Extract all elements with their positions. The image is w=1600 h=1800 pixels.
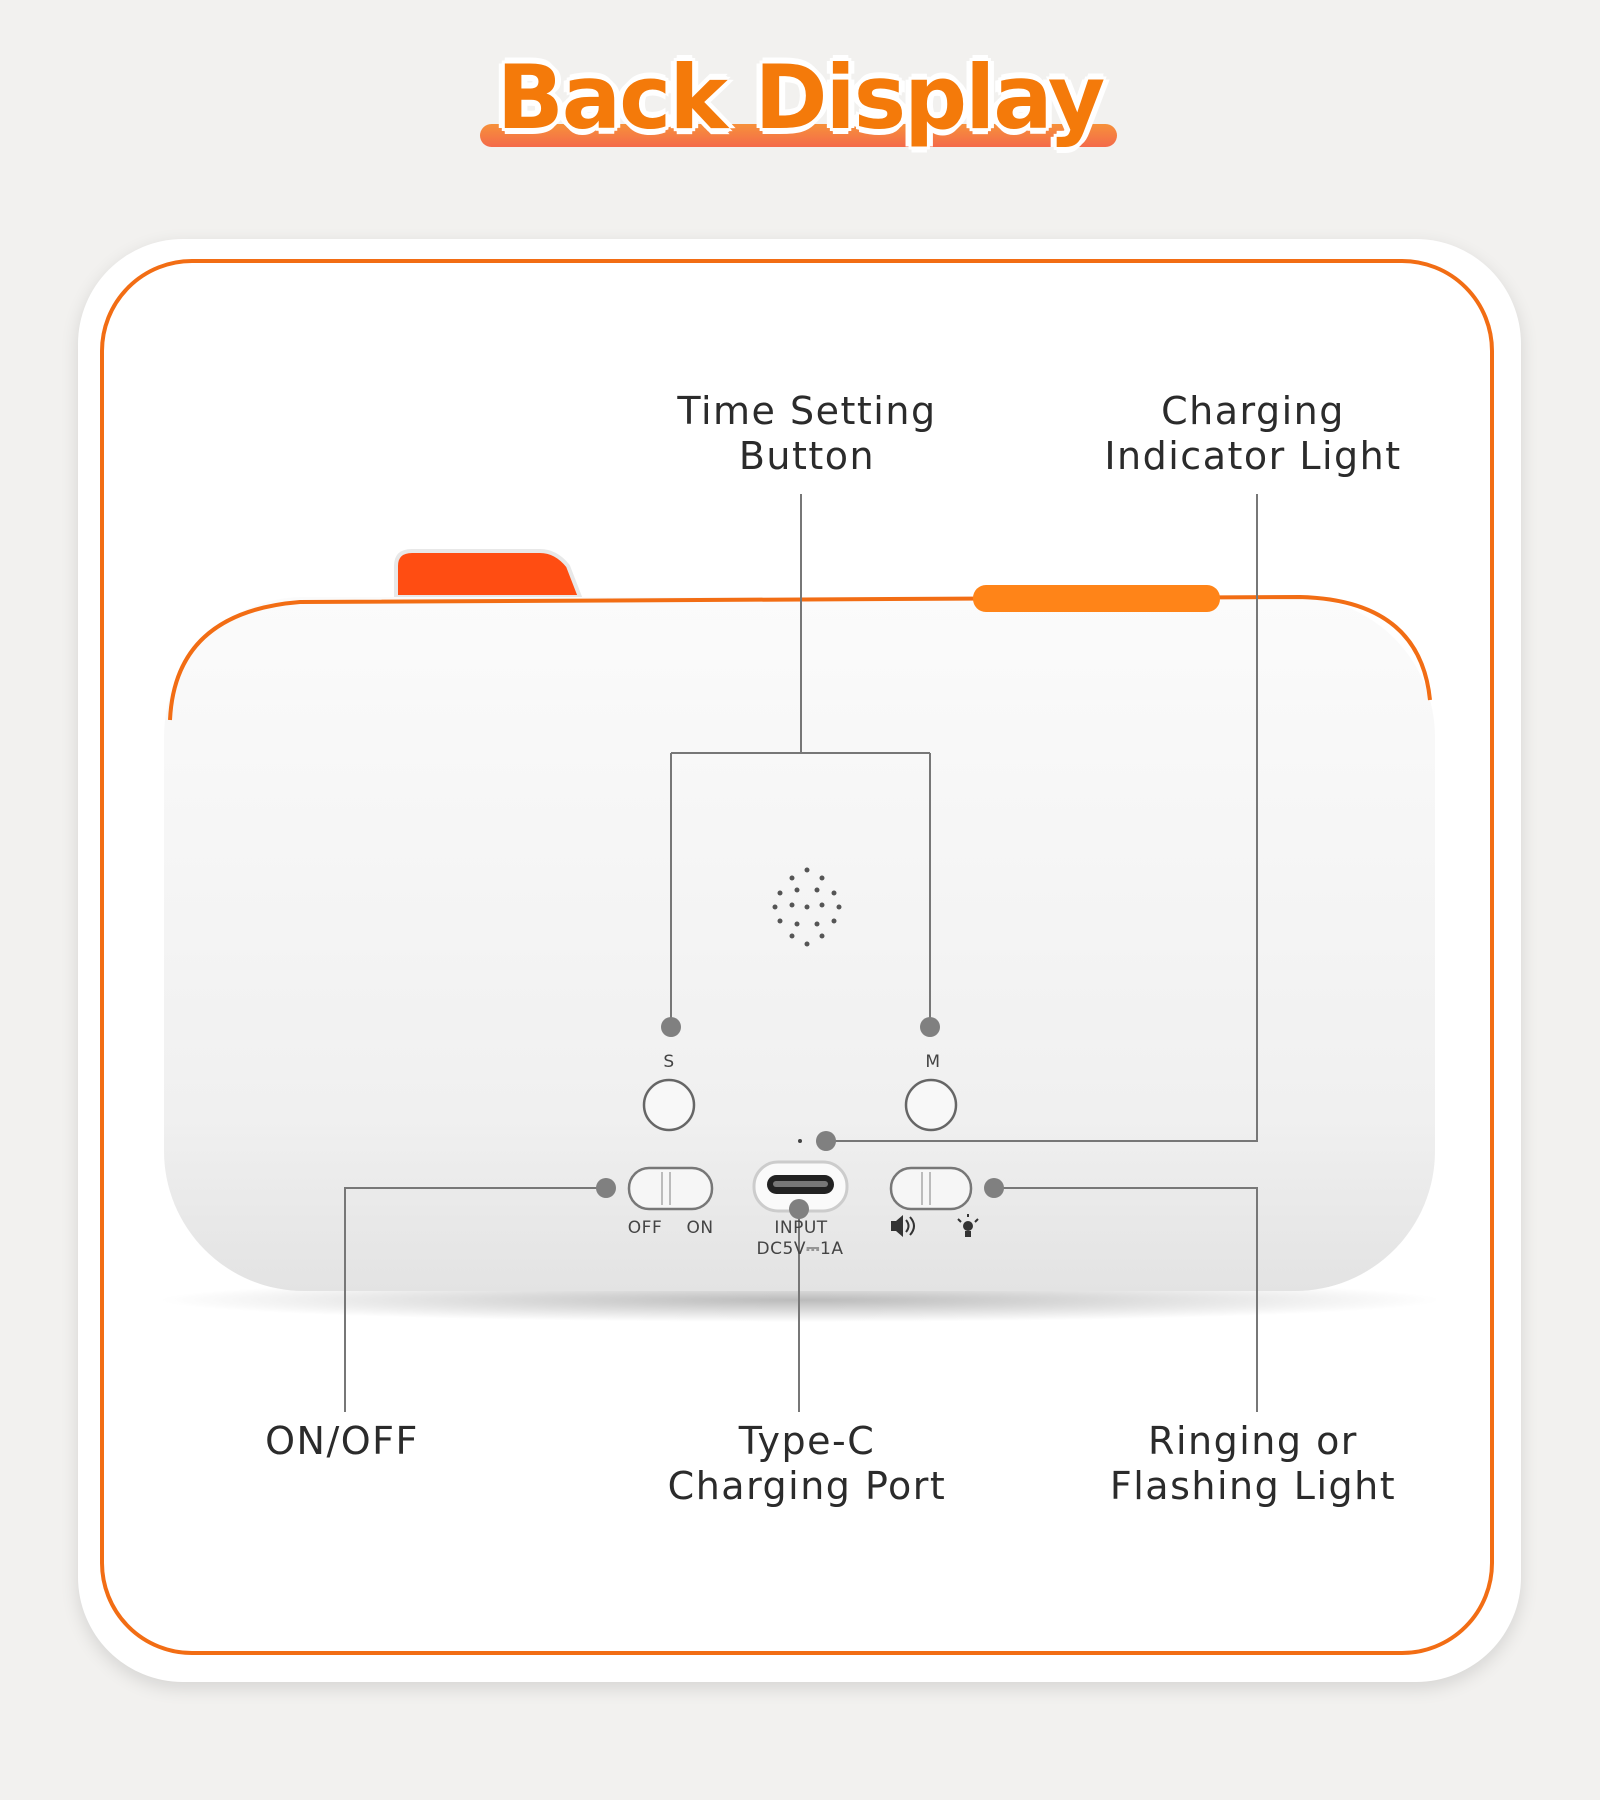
- s-button-label: S: [663, 1052, 675, 1072]
- callout-charging-indicator: Charging Indicator Light: [1104, 389, 1401, 479]
- callout-type-c: Type-C Charging Port: [668, 1419, 947, 1509]
- s-button[interactable]: [642, 1078, 696, 1132]
- time-setting-leader: [670, 494, 931, 1027]
- bulb-icon: [957, 1214, 979, 1237]
- top-orange-tab: [394, 549, 583, 599]
- title-underline: [480, 124, 1117, 147]
- ringing-leader: [994, 1187, 1258, 1412]
- leader-lines: [344, 494, 1258, 1412]
- orange-frame: [100, 259, 1494, 1655]
- callout-on-off: ON/OFF: [265, 1419, 419, 1464]
- callout-line: Charging Port: [667, 1464, 947, 1508]
- callout-line: Ringing or: [1148, 1419, 1358, 1463]
- m-button[interactable]: [904, 1078, 958, 1132]
- device-body: [164, 597, 1435, 1291]
- callout-line: ON/OFF: [265, 1419, 419, 1463]
- charging-indicator-leader: [826, 494, 1258, 1142]
- power-switch[interactable]: [627, 1166, 714, 1211]
- callout-line: Indicator Light: [1104, 434, 1402, 478]
- switch-off-label: OFF: [627, 1218, 663, 1238]
- speaker-icon: [891, 1215, 915, 1237]
- usb-c-port: [752, 1160, 849, 1213]
- callout-dots: [596, 1017, 1004, 1219]
- port-rating-label: DC5V⎓1A: [756, 1239, 844, 1259]
- callout-line: Type-C: [738, 1419, 876, 1463]
- mode-switch[interactable]: [889, 1166, 973, 1211]
- on-off-leader: [344, 1187, 606, 1412]
- speaker-grille: [772, 867, 842, 947]
- page-title: Back Display: [496, 46, 1106, 149]
- top-orange-button: [973, 585, 1220, 612]
- callout-line: Button: [738, 434, 876, 478]
- callout-line: Time Setting: [677, 389, 937, 433]
- callout-time-setting: Time Setting Button: [677, 389, 936, 479]
- m-button-label: M: [925, 1052, 941, 1072]
- port-input-label: INPUT: [774, 1218, 828, 1238]
- indicator-light: [798, 1139, 802, 1143]
- callout-line: Charging: [1161, 389, 1345, 433]
- callout-ringing: Ringing or Flashing Light: [1110, 1419, 1396, 1509]
- switch-on-label: ON: [686, 1218, 714, 1238]
- callout-line: Flashing Light: [1109, 1464, 1397, 1508]
